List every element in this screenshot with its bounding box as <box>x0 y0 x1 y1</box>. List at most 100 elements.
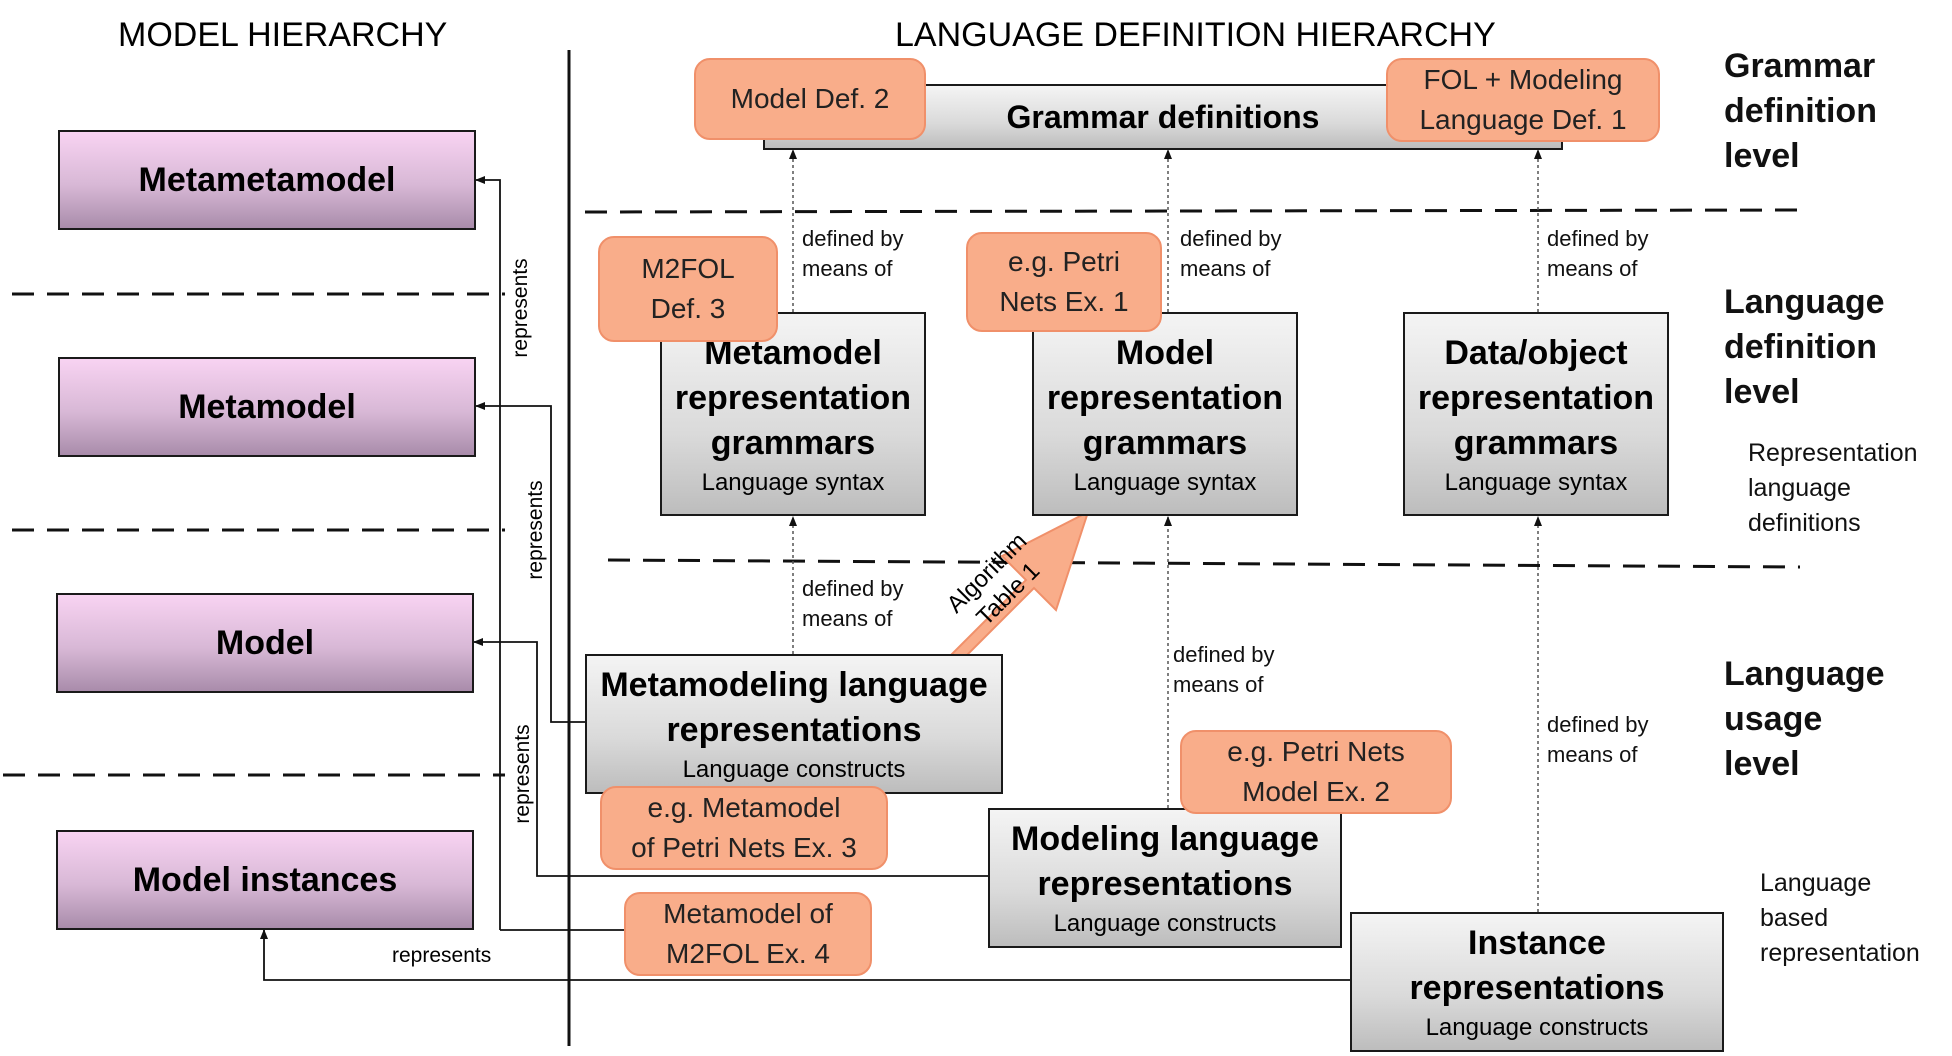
metamodel-m2fol-ex-4-callout: Metamodel of M2FOL Ex. 4 <box>624 892 872 976</box>
defined-by-line-1: defined by <box>1173 642 1275 667</box>
level-line: level <box>1724 373 1800 411</box>
metamodel-grammars-subtitle: Language syntax <box>701 468 885 496</box>
model-def-2-callout: Model Def. 2 <box>694 58 926 140</box>
model-grammars-title-1: Model <box>1115 333 1215 372</box>
defined-by-line-2: means of <box>1180 256 1271 281</box>
defined-by-label: defined by means of <box>802 224 904 284</box>
petri-nets-ex-1-line-2: Nets Ex. 1 <box>999 286 1129 317</box>
defined-by-line-1: defined by <box>802 226 904 251</box>
model-instances-label: Model instances <box>132 860 398 899</box>
defined-by-line-2: means of <box>1173 672 1264 697</box>
level-line: Language <box>1724 283 1885 321</box>
petri-nets-model-ex-2-line-2: Model Ex. 2 <box>1242 776 1390 807</box>
note-line: definitions <box>1748 509 1861 537</box>
level-line: usage <box>1724 700 1823 738</box>
level-line: definition <box>1724 328 1877 366</box>
represents-label: represents <box>392 944 492 967</box>
petri-nets-model-ex-2-callout: e.g. Petri Nets Model Ex. 2 <box>1180 730 1452 814</box>
defined-by-line-1: defined by <box>1547 712 1649 737</box>
language-definition-hierarchy-header: LANGUAGE DEFINITION HIERARCHY <box>895 16 1496 54</box>
note-line: based <box>1760 904 1829 932</box>
instance-representations-title-2: representations <box>1409 969 1665 1007</box>
defined-by-line-1: defined by <box>802 576 904 601</box>
defined-by-line-1: defined by <box>1180 226 1282 251</box>
data-grammars-box: Data/object representation grammars Lang… <box>1403 312 1669 516</box>
model-grammars-box: Model representation grammars Language s… <box>1032 312 1298 516</box>
defined-by-label: defined by means of <box>802 574 904 634</box>
metamodel-label: Metamodel <box>178 387 356 426</box>
level-separator <box>607 558 1801 569</box>
grammar-definitions-label: Grammar definitions <box>1006 98 1320 135</box>
language-definition-level-label: Language definition level <box>1724 280 1885 415</box>
model-grammars-title-2: representation <box>1046 378 1284 417</box>
m2fol-def-3-line-1: M2FOL <box>641 253 735 284</box>
data-grammars-title-3: grammars <box>1453 423 1619 462</box>
defined-by-line-2: means of <box>802 256 893 281</box>
metametamodel-label: Metametamodel <box>138 160 396 199</box>
represents-connector <box>475 402 585 723</box>
model-label: Model <box>215 623 315 662</box>
note-line: Language <box>1760 869 1872 897</box>
model-grammars-subtitle: Language syntax <box>1073 468 1257 496</box>
represents-connector <box>260 929 1350 981</box>
note-line: Representation <box>1748 439 1918 467</box>
metamodel-petri-nets-ex-3-callout: e.g. Metamodel of Petri Nets Ex. 3 <box>600 786 888 870</box>
m2fol-def-3-callout: M2FOL Def. 3 <box>598 236 778 342</box>
metamodel-grammars-title-3: grammars <box>710 423 876 462</box>
modeling-representations-box: Modeling language representations Langua… <box>988 808 1342 948</box>
language-based-representation-note: Language based representation <box>1760 866 1920 971</box>
metamodel-m2fol-ex-4-line-2: M2FOL Ex. 4 <box>666 938 830 969</box>
grammar-definition-level-label: Grammar definition level <box>1724 44 1877 179</box>
model-box: Model <box>56 593 474 693</box>
defined-by-label: defined by means of <box>1173 640 1275 700</box>
note-line: language <box>1748 474 1851 502</box>
language-usage-level-label: Language usage level <box>1724 652 1885 787</box>
level-separator <box>584 208 1801 214</box>
represents-label: represents <box>509 258 532 358</box>
defined-by-line-2: means of <box>1547 742 1638 767</box>
level-line: definition <box>1724 92 1877 130</box>
level-line: Language <box>1724 655 1885 693</box>
level-line: level <box>1724 745 1800 783</box>
model-grammars-title-3: grammars <box>1082 423 1248 462</box>
defined-by-label: defined by means of <box>1180 224 1282 284</box>
level-line: level <box>1724 137 1800 175</box>
petri-nets-model-ex-2-line-1: e.g. Petri Nets <box>1227 736 1405 767</box>
represents-connector <box>475 176 501 930</box>
model-def-2-text: Model Def. 2 <box>730 83 890 114</box>
petri-nets-ex-1-callout: e.g. Petri Nets Ex. 1 <box>966 232 1162 332</box>
model-instances-box: Model instances <box>56 830 474 930</box>
defined-by-line-2: means of <box>1547 256 1638 281</box>
metamodel-grammars-box: Metamodel representation grammars Langua… <box>660 312 926 516</box>
model-hierarchy-header: MODEL HIERARCHY <box>118 16 448 54</box>
represents-label: represents <box>511 724 534 824</box>
note-line: representation <box>1760 939 1920 967</box>
metamodel-grammars-title-2: representation <box>674 378 912 417</box>
metametamodel-box: Metametamodel <box>58 130 476 230</box>
metamodeling-representations-subtitle: Language constructs <box>682 756 906 783</box>
metamodeling-representations-box: Metamodeling language representations La… <box>585 654 1003 794</box>
instance-representations-subtitle: Language constructs <box>1425 1014 1649 1041</box>
data-grammars-title-2: representation <box>1417 378 1655 417</box>
metamodel-petri-nets-ex-3-line-1: e.g. Metamodel <box>647 792 841 823</box>
defined-by-line-2: means of <box>802 606 893 631</box>
represents-connector <box>473 638 990 877</box>
modeling-representations-subtitle: Language constructs <box>1053 910 1277 937</box>
metamodeling-representations-title-1: Metamodeling language <box>600 666 988 704</box>
data-grammars-subtitle: Language syntax <box>1444 468 1628 496</box>
defined-by-label: defined by means of <box>1547 710 1649 770</box>
modeling-representations-title-2: representations <box>1037 865 1293 903</box>
defined-by-line-1: defined by <box>1547 226 1649 251</box>
metamodel-box: Metamodel <box>58 357 476 457</box>
metamodeling-representations-title-2: representations <box>666 711 922 749</box>
metamodel-m2fol-ex-4-line-1: Metamodel of <box>663 898 833 929</box>
instance-representations-title-1: Instance <box>1468 924 1606 962</box>
defined-by-label: defined by means of <box>1547 224 1649 284</box>
m2fol-def-3-line-2: Def. 3 <box>650 293 726 324</box>
level-line: Grammar <box>1724 47 1876 85</box>
representation-language-definitions-note: Representation language definitions <box>1748 436 1918 541</box>
instance-representations-box: Instance representations Language constr… <box>1350 912 1724 1052</box>
fol-modeling-def-1-callout: FOL + Modeling Language Def. 1 <box>1386 58 1660 142</box>
petri-nets-ex-1-line-1: e.g. Petri <box>1007 246 1121 277</box>
